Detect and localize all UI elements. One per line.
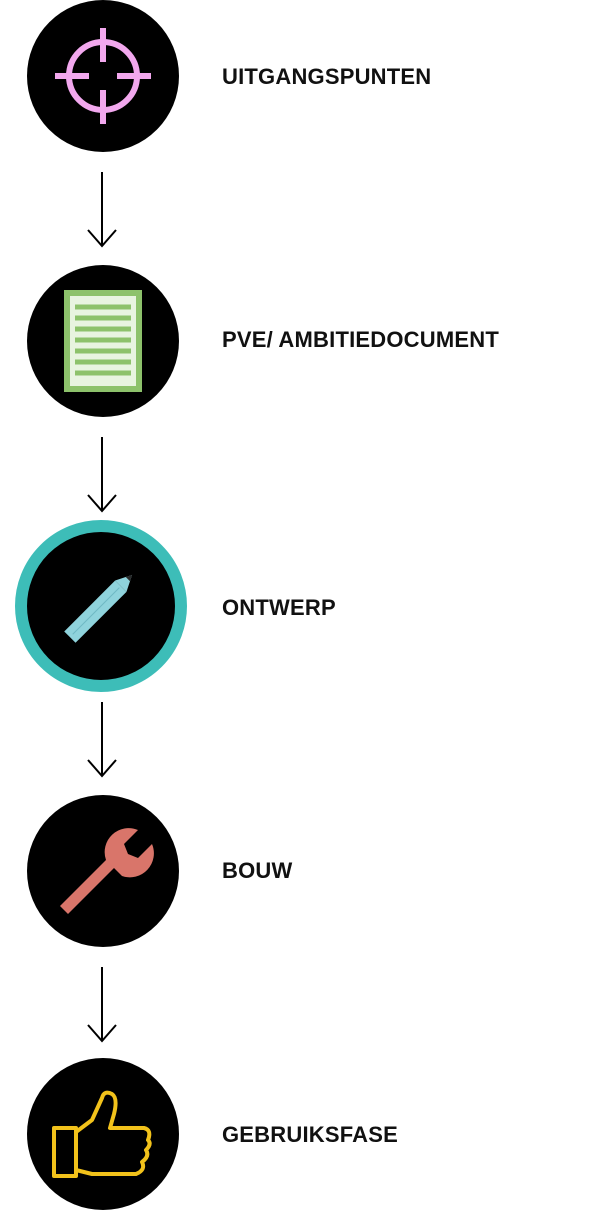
step-label: ONTWERP bbox=[222, 595, 336, 620]
step-circle-active bbox=[15, 520, 187, 692]
pencil-icon bbox=[51, 556, 151, 656]
down-arrow-icon bbox=[82, 170, 122, 255]
step-label: UITGANGSPUNTEN bbox=[222, 64, 432, 89]
step-circle bbox=[27, 0, 179, 152]
step-circle bbox=[27, 265, 179, 417]
step-label: GEBRUIKSFASE bbox=[222, 1122, 398, 1147]
document-icon bbox=[63, 289, 143, 393]
crosshair-icon bbox=[51, 24, 155, 128]
step-label: PVE/ AMBITIEDOCUMENT bbox=[222, 327, 499, 352]
step-circle bbox=[27, 795, 179, 947]
wrench-icon bbox=[48, 816, 158, 926]
step-circle bbox=[27, 1058, 179, 1210]
thumbs-up-icon bbox=[48, 1084, 158, 1184]
down-arrow-icon bbox=[82, 700, 122, 785]
step-label: BOUW bbox=[222, 858, 293, 883]
down-arrow-icon bbox=[82, 435, 122, 520]
down-arrow-icon bbox=[82, 965, 122, 1050]
